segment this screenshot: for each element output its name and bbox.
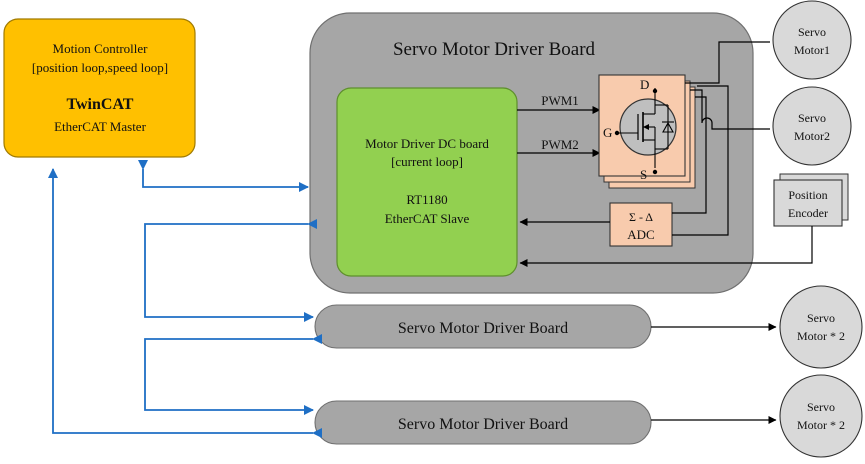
- position-encoder: Position Encoder: [773, 173, 849, 227]
- power-wiring: [672, 41, 770, 236]
- motor1-line-2: Motor1: [794, 43, 830, 57]
- controller-line-1: Motion Controller: [53, 41, 149, 56]
- dc-board-block: Motor Driver DC board [current loop] RT1…: [336, 87, 518, 277]
- motor2-line-1: Servo: [798, 111, 826, 125]
- dc-board-line-4: EtherCAT Slave: [385, 211, 470, 226]
- gate-label: G: [603, 125, 612, 140]
- ethercat-link-main-board2: [144, 219, 317, 322]
- adc-line-1: Σ - Δ: [629, 210, 653, 224]
- mosfet-power-stage: D G S: [598, 74, 696, 189]
- driver-board-3: Servo Motor Driver Board: [314, 400, 652, 445]
- pwm-signals: PWM1 PWM2: [517, 93, 601, 157]
- controller-line-2: [position loop,speed loop]: [32, 60, 168, 75]
- encoder-line-2: Encoder: [788, 206, 828, 220]
- pwm2-label: PWM2: [541, 137, 579, 152]
- servo-motor-3: Servo Motor * 2: [779, 285, 863, 369]
- servo-motor-2: Servo Motor2: [772, 86, 852, 166]
- motor1-line-1: Servo: [798, 25, 826, 39]
- controller-title: TwinCAT: [67, 96, 134, 113]
- adc-line-2: ADC: [627, 227, 654, 242]
- ethercat-link-return: [48, 168, 322, 438]
- servo-motor-4: Servo Motor * 2: [779, 374, 863, 458]
- motor4-line-1: Servo: [807, 400, 835, 414]
- adc-block: Σ - Δ ADC: [609, 202, 673, 247]
- controller-line-4: EtherCAT Master: [54, 119, 146, 134]
- drain-label: D: [640, 77, 649, 92]
- motor3-line-1: Servo: [807, 311, 835, 325]
- driver-board-3-label: Servo Motor Driver Board: [398, 416, 568, 433]
- motion-controller-block: Motion Controller [position loop,speed l…: [3, 18, 196, 158]
- driver-board-2-label: Servo Motor Driver Board: [398, 320, 568, 337]
- dc-board-line-3: RT1180: [406, 192, 447, 207]
- main-board-title: Servo Motor Driver Board: [393, 39, 596, 60]
- pwm1-label: PWM1: [541, 93, 579, 108]
- servo-motor-1: Servo Motor1: [772, 0, 852, 80]
- encoder-to-dc-arrow: [519, 226, 813, 267]
- motor2-line-2: Motor2: [794, 129, 830, 143]
- driver-board-2: Servo Motor Driver Board: [314, 304, 652, 349]
- source-label: S: [640, 167, 647, 182]
- dc-board-line-1: Motor Driver DC board: [365, 136, 489, 151]
- encoder-line-1: Position: [788, 188, 827, 202]
- motor3-line-2: Motor * 2: [797, 329, 845, 343]
- motor4-line-2: Motor * 2: [797, 418, 845, 432]
- ethercat-links: [48, 160, 322, 438]
- ethercat-link-board2-board3: [144, 334, 322, 415]
- dc-board-line-2: [current loop]: [391, 154, 463, 169]
- ethercat-link-main-in: [138, 160, 309, 192]
